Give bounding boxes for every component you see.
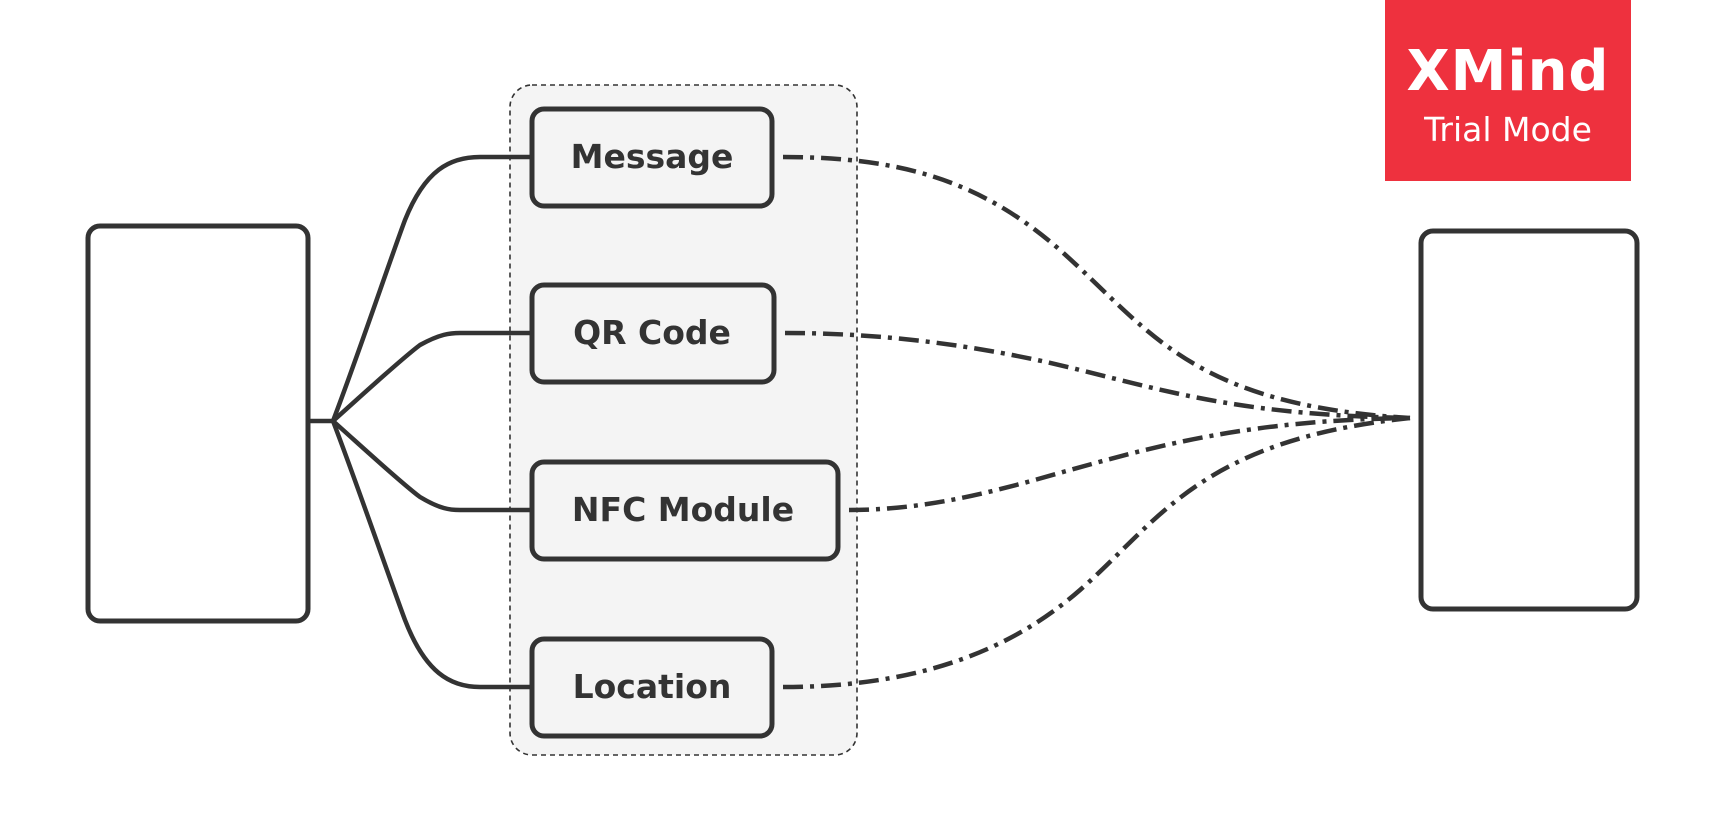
- branch-connector-message: [330, 154, 535, 424]
- watermark-title: XMind: [1406, 39, 1610, 104]
- subtopic-nfc-module-box[interactable]: [529, 459, 841, 562]
- left-central-topic[interactable]: [85, 223, 311, 624]
- branch-connector-qr-code: [330, 330, 535, 424]
- relationship-line-nfc-module[interactable]: [848, 415, 1411, 513]
- right-central-topic[interactable]: [1418, 228, 1640, 612]
- relationship-line-location[interactable]: [782, 415, 1411, 690]
- xmind-trial-watermark: XMind Trial Mode: [1385, 0, 1631, 181]
- relationship-line-qr-code[interactable]: [784, 330, 1411, 421]
- subtopic-location-box[interactable]: [529, 636, 775, 739]
- branch-connector-nfc-module: [330, 418, 535, 513]
- subtopic-nfc-module[interactable]: NFC Module: [529, 459, 841, 562]
- subtopic-location-label: Location: [573, 667, 732, 706]
- subtopic-message[interactable]: Message: [529, 106, 775, 209]
- watermark-subtitle: Trial Mode: [1424, 110, 1592, 149]
- branch-connector-location: [330, 418, 535, 690]
- subtopic-qr-code-label: QR Code: [573, 313, 731, 352]
- boundary-group[interactable]: [509, 84, 858, 756]
- subtopic-message-label: Message: [571, 137, 734, 176]
- relationship-line-message[interactable]: [782, 154, 1411, 421]
- subtopic-qr-code-box[interactable]: [529, 282, 777, 385]
- subtopic-nfc-module-label: NFC Module: [572, 490, 794, 529]
- subtopic-location[interactable]: Location: [529, 636, 775, 739]
- subtopic-qr-code[interactable]: QR Code: [529, 282, 777, 385]
- subtopic-message-box[interactable]: [529, 106, 775, 209]
